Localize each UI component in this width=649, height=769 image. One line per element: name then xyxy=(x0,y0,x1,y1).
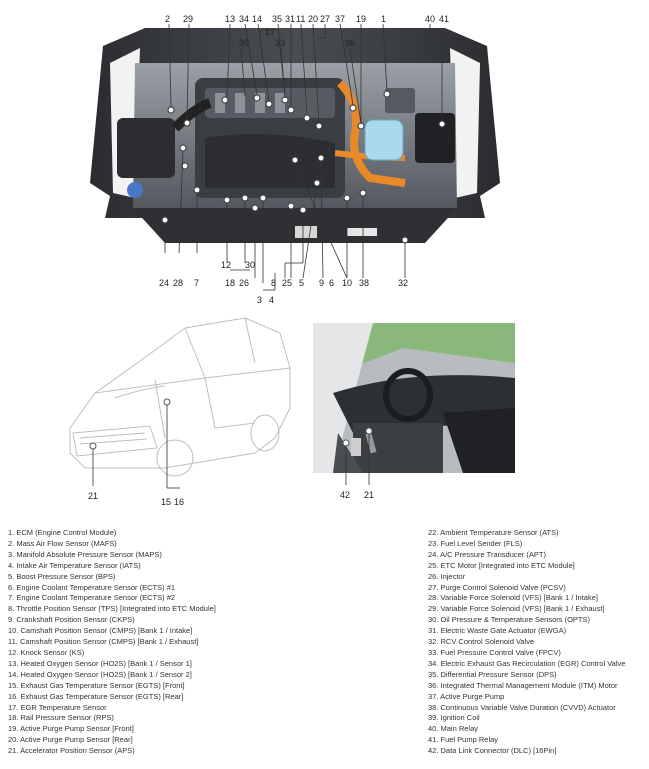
callout-2: 2 xyxy=(165,14,171,24)
callout-3: 3 xyxy=(257,295,263,305)
callout-7: 7 xyxy=(194,278,200,288)
callout-13: 13 xyxy=(225,14,236,24)
legend-item: 38. Continuous Variable Valve Duration (… xyxy=(428,702,616,712)
callout-10: 10 xyxy=(342,278,353,288)
orange-hose xyxy=(337,80,406,187)
legend-item: 15. Exhaust Gas Temperature Sensor (EGTS… xyxy=(8,680,185,690)
legend-item: 17. EGR Temperature Sensor xyxy=(8,702,107,712)
legend-item: 12. Knock Sensor (KS) xyxy=(8,647,85,657)
callout-31: 31 xyxy=(285,14,296,24)
callout-9: 9 xyxy=(319,278,325,288)
legend-item: 31. Electric Waste Gate Actuator (EWGA) xyxy=(428,626,567,636)
callout-34: 34 xyxy=(239,14,250,24)
callout-28: 28 xyxy=(173,278,184,288)
legend-item: 26. Injector xyxy=(428,571,466,581)
cabin-interior-figure: 42 21 xyxy=(313,323,515,503)
legend-item: 42. Data Link Connector (DLC) [16Pin] xyxy=(428,746,557,756)
vehicle-outline-figure: 21 15 16 xyxy=(55,308,300,508)
component-legend-right: 22. Ambient Temperature Sensor (ATS)23. … xyxy=(428,528,648,757)
callout-38: 38 xyxy=(359,278,370,288)
callout-8: 8 xyxy=(271,278,277,288)
legend-item: 22. Ambient Temperature Sensor (ATS) xyxy=(428,528,559,537)
callout-21-vehicle: 21 xyxy=(88,491,99,501)
legend-item: 36. Integrated Thermal Management Module… xyxy=(428,680,618,690)
legend-item: 37. Active Purge Pump xyxy=(428,691,505,701)
callout-39: 39 xyxy=(239,38,250,48)
component-legend-left: 1. ECM (Engine Control Module)2. Mass Ai… xyxy=(8,528,308,757)
callout-37: 37 xyxy=(335,14,346,24)
legend-item: 10. Camshaft Position Sensor (CMPS) [Ban… xyxy=(8,626,193,636)
callout-19: 19 xyxy=(356,14,367,24)
legend-item: 25. ETC Motor [Integrated into ETC Modul… xyxy=(428,560,575,570)
coolant-tank xyxy=(364,119,404,161)
callout-6: 6 xyxy=(329,278,335,288)
legend-item: 16. Exhaust Gas Temperature Sensor (EGTS… xyxy=(8,691,184,701)
legend-item: 21. Accelerator Position Sensor (APS) xyxy=(8,746,135,756)
legend-item: 18. Rail Pressure Sensor (RPS) xyxy=(8,713,114,723)
callout-35: 35 xyxy=(272,14,283,24)
callout-27: 27 xyxy=(320,14,331,24)
callout-15: 15 xyxy=(161,497,172,507)
legend-item: 14. Heated Oxygen Sensor (HO2S) [Bank 1 … xyxy=(8,669,192,679)
legend-item: 11. Camshaft Position Sensor (CMPS) [Ban… xyxy=(8,637,199,647)
callout-26: 26 xyxy=(239,278,250,288)
callout-24: 24 xyxy=(159,278,170,288)
legend-item: 24. A/C Pressure Transducer (APT) xyxy=(428,549,546,559)
legend-item: 35. Differential Pressure Sensor (DPS) xyxy=(428,669,557,679)
legend-item: 19. Active Purge Pump Sensor [Front] xyxy=(8,724,134,734)
legend-item: 32. RCV Control Solenoid Valve xyxy=(428,637,535,647)
legend-item: 40. Main Relay xyxy=(428,724,479,734)
legend-item: 34. Electric Exhaust Gas Recirculation (… xyxy=(428,658,626,668)
legend-item: 13. Heated Oxygen Sensor (HO2S) [Bank 1 … xyxy=(8,658,192,668)
legend-item: 6. Engine Coolant Temperature Sensor (EC… xyxy=(8,582,176,592)
engine-bay-drawing xyxy=(90,23,500,291)
legend-item: 8. Throttle Position Sensor (TPS) [Integ… xyxy=(8,604,216,614)
callout-16: 16 xyxy=(174,497,185,507)
legend-item: 7. Engine Coolant Temperature Sensor (EC… xyxy=(8,593,176,603)
legend-item: 3. Manifold Absolute Pressure Sensor (MA… xyxy=(8,549,162,559)
legend-item: 30. Oil Pressure & Temperature Sensors (… xyxy=(428,615,591,625)
air-filter-box xyxy=(117,118,175,178)
callout-21-cabin: 21 xyxy=(364,490,375,500)
vehicle-outline-drawing xyxy=(69,317,291,489)
callout-30: 30 xyxy=(245,260,256,270)
relay-box xyxy=(415,113,455,163)
legend-item: 5. Boost Pressure Sensor (BPS) xyxy=(8,571,116,581)
callout-1: 1 xyxy=(381,14,387,24)
washer-cap xyxy=(127,182,143,198)
callout-41: 41 xyxy=(439,14,450,24)
callout-36: 36 xyxy=(345,38,356,48)
cabin-interior-drawing xyxy=(313,323,515,485)
legend-item: 33. Fuel Pressure Control Valve (FPCV) xyxy=(428,647,561,657)
legend-item: 4. Intake Air Temperature Sensor (IATS) xyxy=(8,560,141,570)
legend-item: 29. Variable Force Solenoid (VFS) [Bank … xyxy=(428,604,605,614)
callout-12: 12 xyxy=(221,260,232,270)
engine-bay-figure: 2 29 13 34 14 35 31 11 20 27 37 19 1 40 … xyxy=(85,8,505,305)
legend-item: 41. Fuel Pump Relay xyxy=(428,735,499,745)
callout-40: 40 xyxy=(425,14,436,24)
legend-item: 23. Fuel Level Sender (FLS) xyxy=(428,538,523,548)
legend-item: 27. Purge Control Solenoid Valve (PCSV) xyxy=(428,582,566,592)
callout-42: 42 xyxy=(340,490,351,500)
callout-14: 14 xyxy=(252,14,263,24)
legend-item: 28. Variable Force Solenoid (VFS) [Bank … xyxy=(428,593,598,603)
legend-item: 9. Crankshaft Position Sensor (CKPS) xyxy=(8,615,135,625)
callout-20: 20 xyxy=(308,14,319,24)
callout-18: 18 xyxy=(225,278,236,288)
legend-item: 39. Ignition Coil xyxy=(428,713,480,723)
callout-29: 29 xyxy=(183,14,194,24)
callout-5: 5 xyxy=(299,278,305,288)
callout-33: 33 xyxy=(275,38,286,48)
legend-item: 20. Active Purge Pump Sensor [Rear] xyxy=(8,735,133,745)
legend-item: 1. ECM (Engine Control Module) xyxy=(8,528,117,537)
legend-item: 2. Mass Air Flow Sensor (MAFS) xyxy=(8,538,117,548)
callout-25: 25 xyxy=(282,278,293,288)
callout-17: 17 xyxy=(265,27,276,37)
callout-4: 4 xyxy=(269,295,275,305)
callout-32: 32 xyxy=(398,278,409,288)
callout-11: 11 xyxy=(296,14,306,24)
